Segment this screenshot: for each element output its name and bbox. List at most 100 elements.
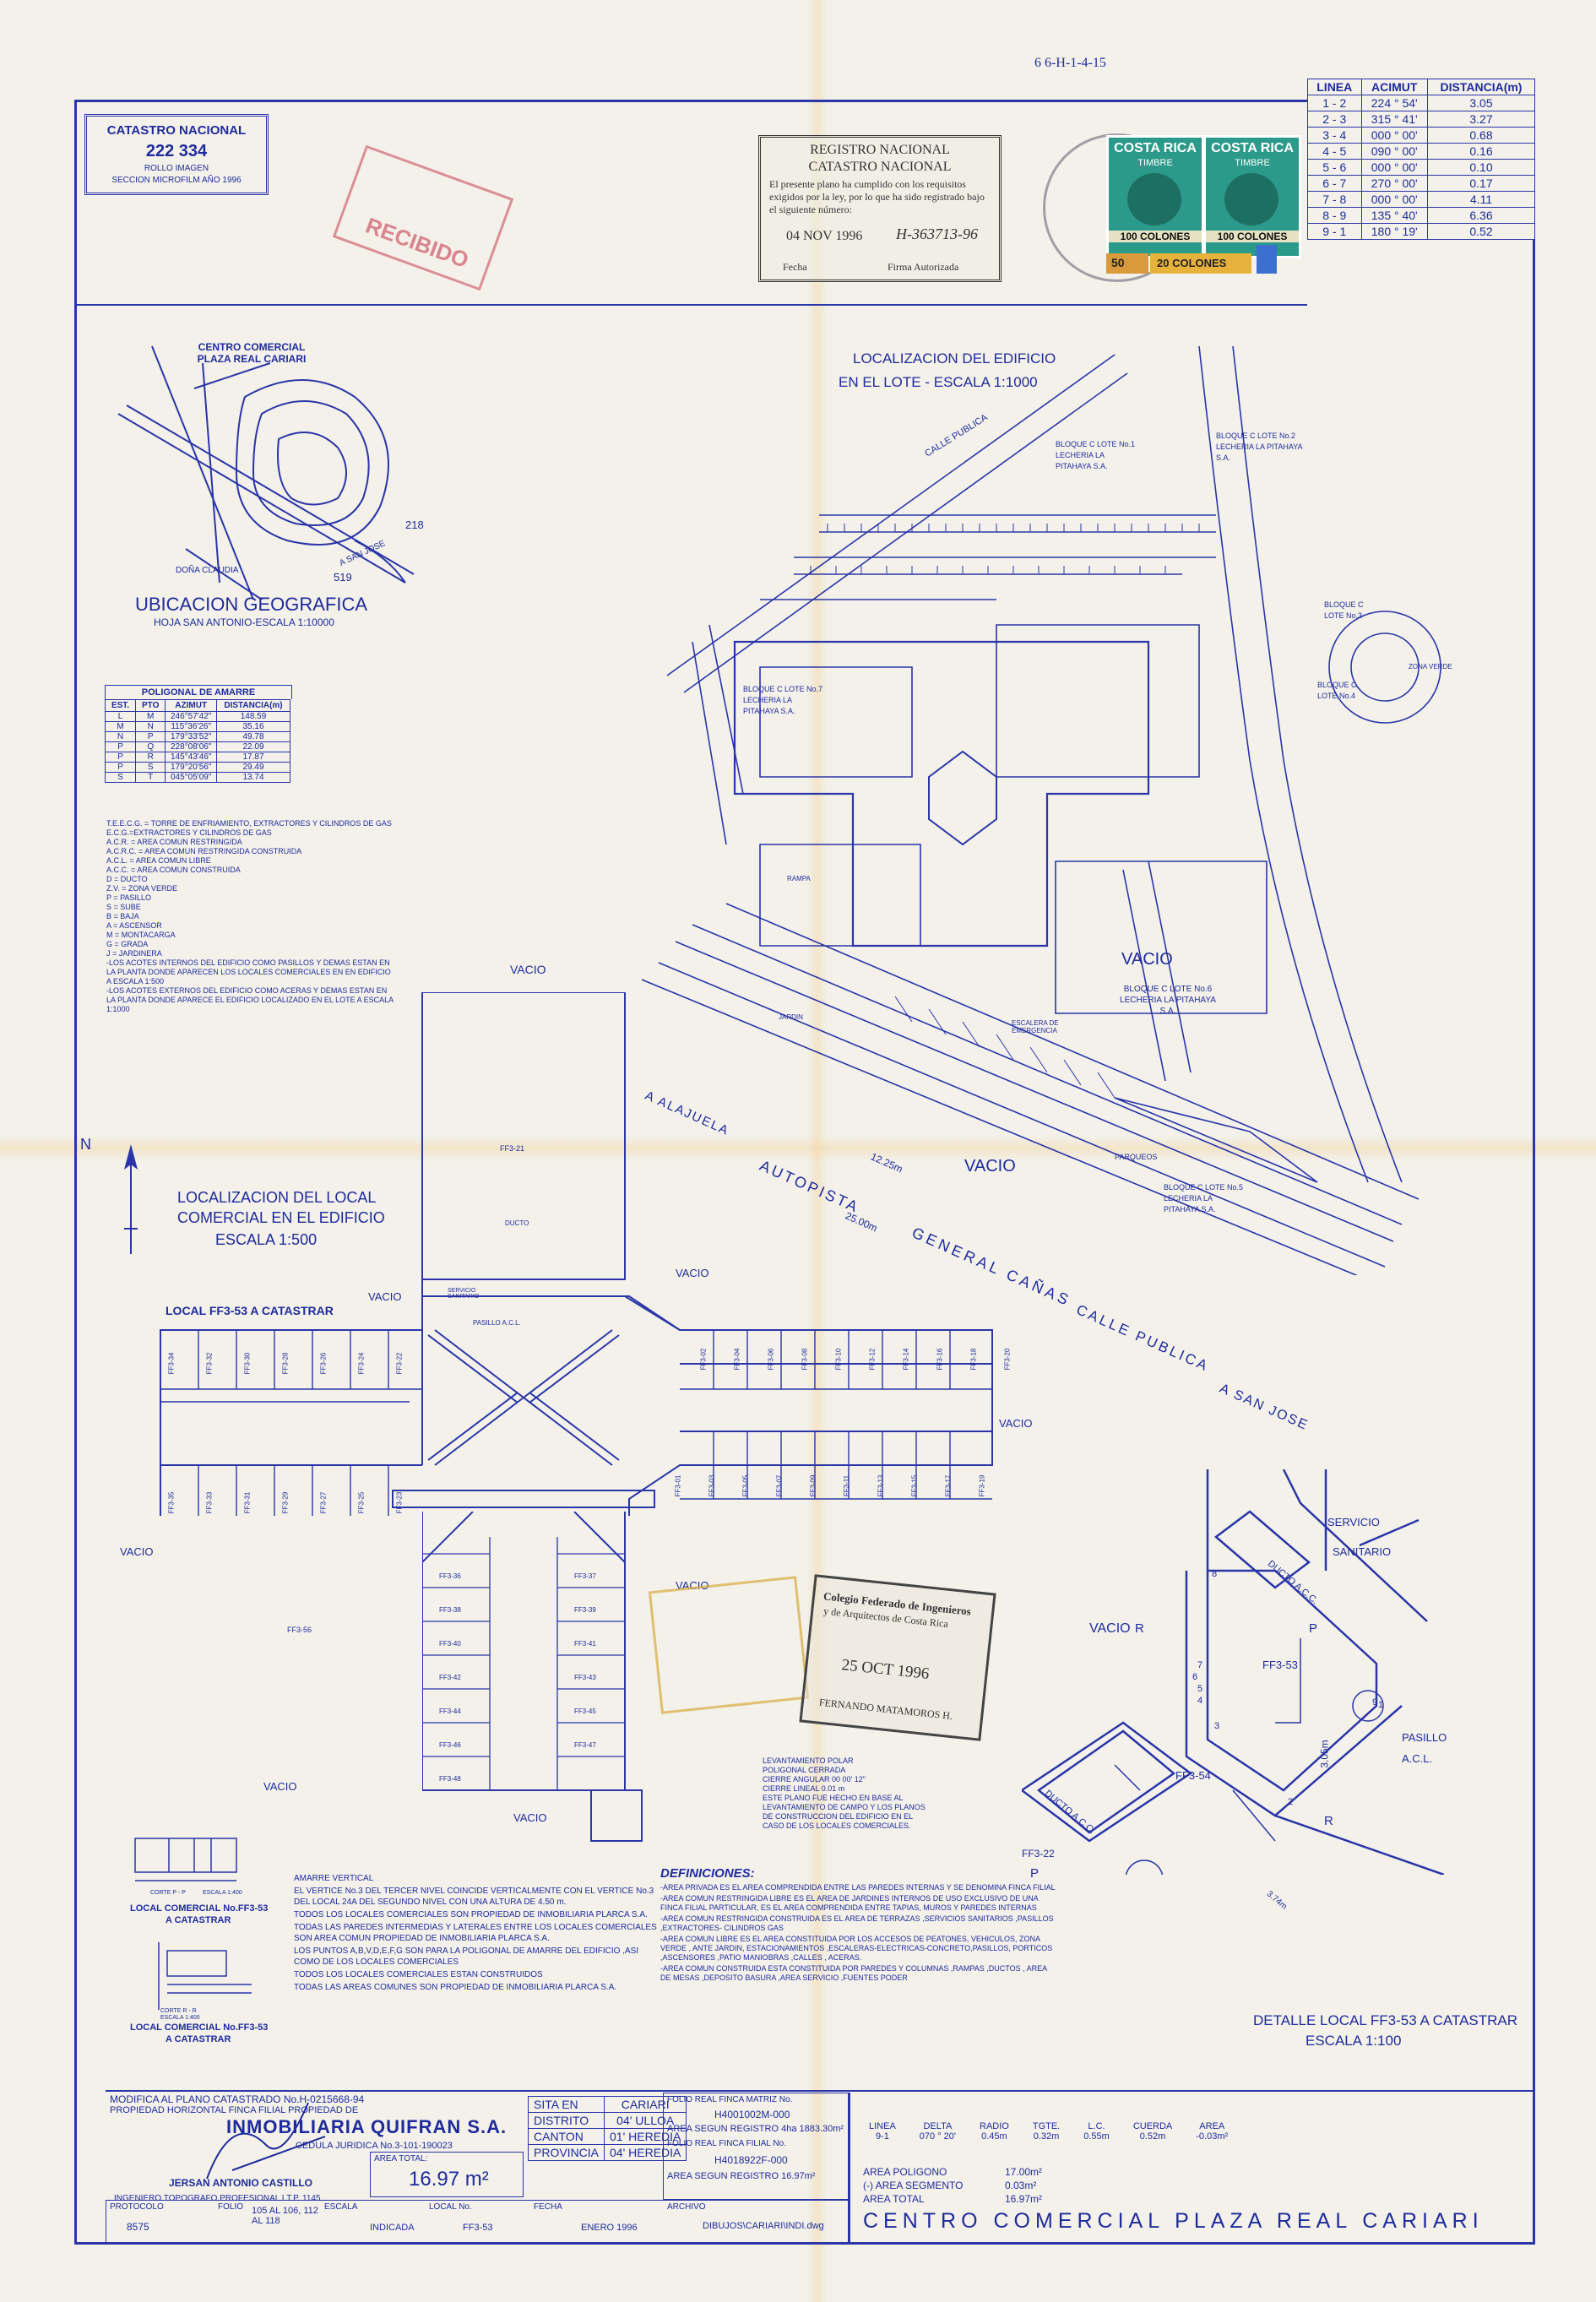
tb-provincia-label: PROVINCIA xyxy=(527,2144,605,2161)
north-arrow-icon xyxy=(124,1144,138,1254)
line-table-cell: 4 - 5 xyxy=(1307,143,1362,160)
poligonal-cell: P xyxy=(104,741,137,752)
unit-label: FF3-24 xyxy=(357,1352,366,1375)
tb-folio-matriz: H4001002M-000 xyxy=(714,2109,790,2120)
unit-label: FF3-47 xyxy=(574,1741,596,1749)
detail-p-top: P xyxy=(1309,1621,1318,1636)
unit-label: FF3-33 xyxy=(205,1491,214,1514)
legend-line: E.C.G.=EXTRACTORES Y CILINDROS DE GAS xyxy=(106,828,272,837)
tb-area-total2-label: AREA TOTAL xyxy=(863,2193,925,2205)
local-vacio-3: VACIO xyxy=(999,1417,1033,1430)
detail-point-label: 9 xyxy=(1372,1697,1378,1707)
unit-label: FF3-10 xyxy=(834,1348,843,1371)
registro-title2: CATASTRO NACIONAL xyxy=(808,160,952,174)
tb-area-total2: 16.97m² xyxy=(1005,2193,1043,2205)
catastro-line1: ROLLO IMAGEN xyxy=(144,164,209,173)
tb-archivo: DIBUJOS\CARIARI\INDI.dwg xyxy=(703,2221,824,2231)
detail-point-label: 8 xyxy=(1212,1569,1218,1579)
tb-folio-filial: H4018922F-000 xyxy=(714,2154,788,2166)
poligonal-cell: 246°57'42" xyxy=(165,711,218,722)
unit-label: FF3-01 xyxy=(674,1474,682,1497)
unit-label: FF3-07 xyxy=(775,1474,784,1497)
unit-label: FF3-39 xyxy=(574,1606,596,1614)
stamp-coat-of-arms-icon xyxy=(1127,173,1181,225)
catastro-line2: SECCION MICROFILM AÑO 1996 xyxy=(111,176,242,185)
curve-cell: -0.03m² xyxy=(1196,2131,1229,2142)
lote-vacio-2: VACIO xyxy=(964,1157,1016,1175)
curve-header: RADIO xyxy=(980,2121,1009,2131)
local-ff3-56: FF3-56 xyxy=(287,1626,312,1634)
tb-engineer-name: JERSAN ANTONIO CASTILLO xyxy=(169,2177,313,2189)
detail-acl: A.C.L. xyxy=(1402,1752,1433,1765)
poligonal-cell: 228°08'06" xyxy=(165,741,218,752)
registro-nacional-stamp: REGISTRO NACIONAL CATASTRO NACIONAL El p… xyxy=(758,135,1002,282)
line-table-cell: 9 - 1 xyxy=(1307,223,1362,240)
unit-label: FF3-38 xyxy=(439,1606,461,1614)
curve-header: DELTA xyxy=(923,2121,953,2131)
line-table-cell: 224 ° 54' xyxy=(1360,95,1428,111)
curve-header: TGTE. xyxy=(1032,2121,1061,2131)
tax-stamp-1: COSTA RICA TIMBRE 100 COLONES xyxy=(1106,135,1204,258)
colegio-name: FERNANDO MATAMOROS H. xyxy=(818,1696,953,1723)
detail-point-label: 2 xyxy=(1288,1797,1294,1807)
poligonal-cell: 49.78 xyxy=(216,731,290,742)
legend-line: A.C.R.C. = AREA COMUN RESTRINGIDA CONSTR… xyxy=(106,847,302,855)
location-map-num1: 218 xyxy=(405,518,424,531)
line-table-header: DISTANCIA(m) xyxy=(1427,79,1535,95)
unit-label: FF3-13 xyxy=(877,1474,885,1497)
tb-folio-box: FOLIO REAL FINCA MATRIZ No. H4001002M-00… xyxy=(663,2093,849,2200)
line-table-cell: 5 - 6 xyxy=(1307,159,1362,176)
tb-area-total-box: AREA TOTAL: 16.97 m² xyxy=(370,2152,524,2197)
unit-label: FF3-20 xyxy=(1003,1348,1012,1371)
small-plan-2-escala: ESCALA 1:400 xyxy=(160,2015,200,2021)
poligonal-cell: Q xyxy=(135,741,166,752)
note-line: TODOS LOS LOCALES COMERCIALES ESTAN CONS… xyxy=(294,1970,543,1979)
poligonal-title: POLIGONAL DE AMARRE xyxy=(105,685,292,699)
poligonal-cell: L xyxy=(104,711,137,722)
poligonal-cell: M xyxy=(135,711,166,722)
note-line: AMARRE VERTICAL xyxy=(294,1874,374,1883)
local-vacio-4: VACIO xyxy=(120,1545,154,1558)
location-map-num2: 519 xyxy=(334,571,352,584)
tb-protocolo: 8575 xyxy=(127,2221,149,2233)
detail-dim1: 3.05m xyxy=(1318,1740,1331,1768)
location-map-title: UBICACION GEOGRAFICA xyxy=(135,594,368,615)
poligonal-cell: N xyxy=(104,731,137,742)
lote-rampa: RAMPA xyxy=(787,875,811,882)
lote-bloque-c-2: BLOQUE C LOTE No.2 LECHERIA LA PITAHAYA … xyxy=(1216,432,1303,462)
legend-line: M = MONTACARGA xyxy=(106,931,176,939)
local-pasillo: PASILLO A.C.L. xyxy=(473,1319,521,1327)
detail-ff3-22: FF3-22 xyxy=(1022,1848,1055,1860)
tb-area-poligono-label: AREA POLIGONO xyxy=(863,2166,947,2178)
legend-line: J = JARDINERA xyxy=(106,949,162,958)
unit-label: FF3-30 xyxy=(243,1352,252,1375)
tax-stamp-1-country: COSTA RICA xyxy=(1114,141,1197,155)
curve-cell: 0.45m xyxy=(981,2131,1007,2142)
line-table-cell: 0.52 xyxy=(1427,223,1535,240)
lote-bloque-c-6: BLOQUE C LOTE No.6 LECHERIA LA PITAHAYA … xyxy=(1120,985,1216,1016)
unit-label: FF3-42 xyxy=(439,1674,461,1681)
poligonal-header: DISTANCIA(m) xyxy=(216,699,290,712)
legend-line: D = DUCTO xyxy=(106,875,148,883)
unit-label: FF3-09 xyxy=(809,1474,817,1497)
unit-label: FF3-04 xyxy=(733,1348,741,1371)
detail-plan xyxy=(1022,1469,1444,1875)
poligonal-cell: S xyxy=(135,762,166,773)
survey-line: LEVANTAMIENTO POLAR xyxy=(763,1756,854,1765)
note-line: TODOS LOS LOCALES COMERCIALES SON PROPIE… xyxy=(294,1910,648,1919)
legend-line: B = BAJA xyxy=(106,912,139,920)
registro-number: H-363713-96 xyxy=(896,225,978,242)
poligonal-cell: M xyxy=(104,721,137,732)
location-map-road1: DOÑA CLAUDIA xyxy=(176,566,239,575)
lote-bloque-c-5: BLOQUE C LOTE No.5 LECHERIA LA PITAHAYA … xyxy=(1164,1183,1244,1213)
unit-label: FF3-06 xyxy=(767,1348,775,1371)
tb-protocolo-label: PROTOCOLO xyxy=(110,2202,164,2212)
local-title3: ESCALA 1:500 xyxy=(215,1231,318,1248)
